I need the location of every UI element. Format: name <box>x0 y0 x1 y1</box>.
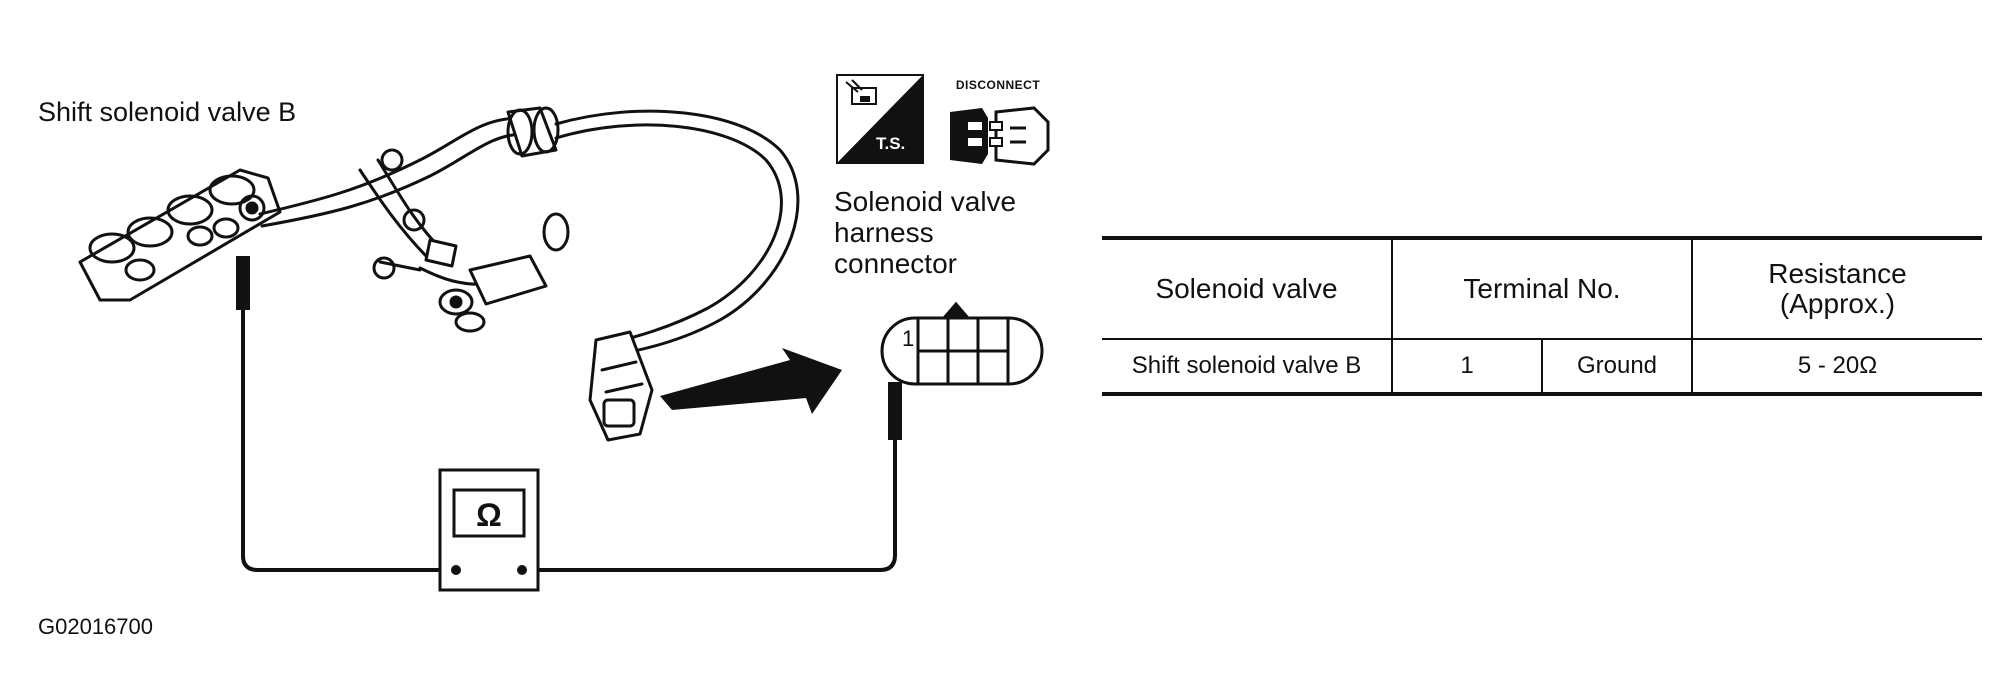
probe-leads <box>236 256 902 572</box>
header-resistance-line1: Resistance <box>1768 258 1907 289</box>
header-solenoid-valve: Solenoid valve <box>1102 236 1392 340</box>
direction-arrow <box>660 348 842 414</box>
connector-pin-number: 1 <box>902 326 914 351</box>
table-row: Shift solenoid valve B 1 Ground 5 - 20Ω <box>1102 339 1982 396</box>
wiring-harness <box>258 106 800 442</box>
figure-id: G02016700 <box>38 614 153 639</box>
header-resistance: Resistance (Approx.) <box>1691 236 1982 340</box>
connector-label-line: harness <box>834 217 934 248</box>
connector-label: Solenoid valve harness connector <box>834 186 1016 279</box>
ts-label: T.S. <box>876 134 906 153</box>
header-resistance-line2: (Approx.) <box>1779 288 1896 319</box>
cell-valve: Shift solenoid valve B <box>1102 339 1392 396</box>
solenoid-valve-body <box>78 168 282 302</box>
valve-label: Shift solenoid valve B <box>38 97 297 127</box>
ohm-symbol: Ω <box>476 497 502 533</box>
connector-label-line: connector <box>834 248 957 279</box>
disconnect-label: DISCONNECT <box>955 78 1041 92</box>
disconnect-icon: DISCONNECT <box>938 78 1058 168</box>
cell-resistance: 5 - 20Ω <box>1691 339 1982 396</box>
table-header-row: Solenoid valve Terminal No. Resistance (… <box>1102 236 1982 340</box>
connector-label-line: Solenoid valve <box>834 186 1017 217</box>
cell-terminal-b: Ground <box>1541 339 1692 396</box>
cell-terminal-a: 1 <box>1391 339 1542 396</box>
wiring-diagram: 1 Ω <box>78 106 1044 592</box>
ts-icon: T.S. <box>836 74 924 164</box>
header-terminal-no: Terminal No. <box>1391 236 1692 340</box>
ohmmeter <box>438 468 540 592</box>
resistance-spec-table: Solenoid valve Terminal No. Resistance (… <box>1102 236 1982 396</box>
connector-face <box>880 301 1044 386</box>
